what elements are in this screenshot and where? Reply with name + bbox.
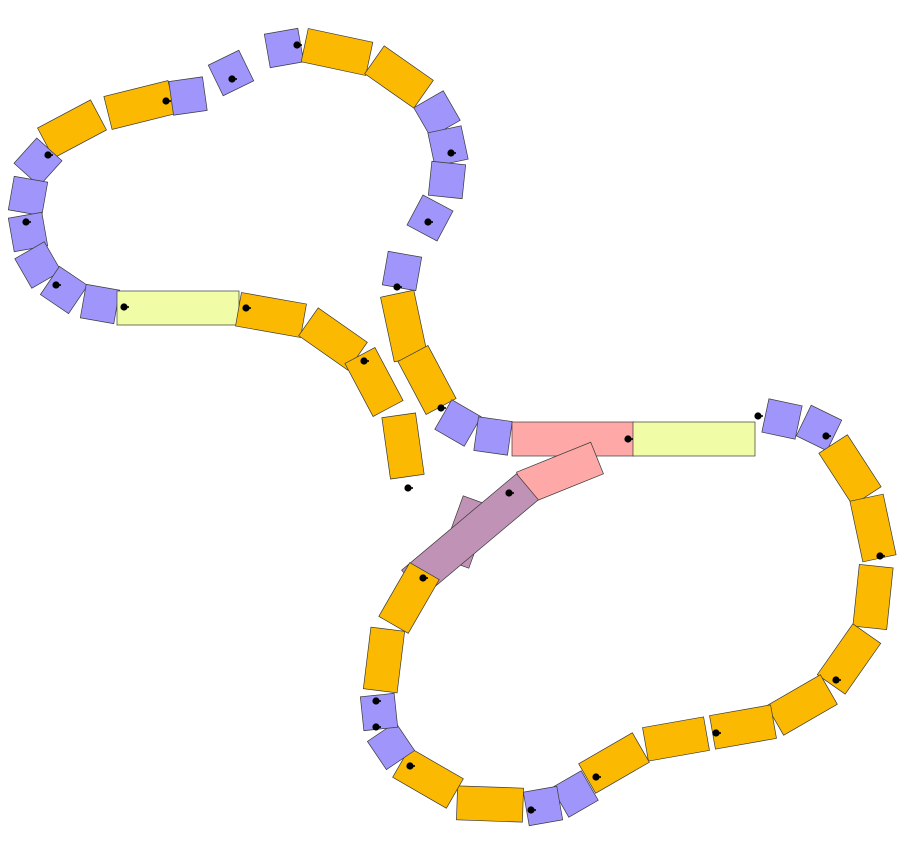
straight-track-piece[interactable] — [103, 80, 177, 130]
curved-track-piece[interactable] — [14, 241, 62, 289]
curved-track-piece[interactable] — [413, 90, 461, 138]
curved-track-piece[interactable] — [79, 283, 121, 325]
connector-pin-dot[interactable] — [754, 412, 762, 420]
curved-track-piece[interactable] — [13, 137, 63, 187]
curved-track-piece[interactable] — [434, 399, 482, 447]
connector-pin-dot[interactable] — [44, 151, 52, 159]
curved-track-piece[interactable] — [7, 175, 49, 217]
curved-track-piece[interactable] — [761, 398, 803, 440]
connector-pin-dot[interactable] — [447, 149, 455, 157]
connector-pin-dot[interactable] — [242, 304, 250, 312]
curved-track-piece[interactable] — [427, 125, 469, 167]
straight-track-piece[interactable] — [766, 674, 838, 736]
straight-track-piece[interactable] — [362, 626, 406, 694]
connector-pin-dot[interactable] — [372, 723, 380, 731]
connector-pin-dot[interactable] — [228, 75, 236, 83]
straight-track-piece[interactable] — [381, 412, 425, 480]
track-connectors-group — [22, 41, 885, 814]
connector-pin-dot[interactable] — [832, 676, 840, 684]
long-straight-track-piece[interactable] — [632, 421, 756, 457]
connector-pin-dot[interactable] — [424, 218, 432, 226]
connector-pin-dot[interactable] — [372, 697, 380, 705]
curved-track-piece[interactable] — [381, 250, 423, 292]
straight-track-piece[interactable] — [818, 434, 882, 506]
connector-pin-dot[interactable] — [393, 283, 401, 291]
straight-track-piece[interactable] — [709, 704, 777, 750]
straight-track-piece[interactable] — [852, 564, 894, 630]
connector-pin-dot[interactable] — [120, 303, 128, 311]
connector-pin-dot[interactable] — [360, 357, 368, 365]
curved-track-piece[interactable] — [473, 416, 513, 456]
curved-track-piece[interactable] — [207, 49, 255, 97]
straight-track-piece[interactable] — [300, 28, 374, 76]
connector-pin-dot[interactable] — [505, 489, 513, 497]
straight-track-piece[interactable] — [37, 99, 107, 159]
connector-pin-dot[interactable] — [876, 552, 884, 560]
straight-track-piece[interactable] — [849, 493, 897, 563]
curved-track-piece[interactable] — [39, 265, 89, 315]
connector-pin-dot[interactable] — [437, 404, 445, 412]
straight-track-piece[interactable] — [816, 623, 882, 695]
connector-pin-dot[interactable] — [592, 773, 600, 781]
track-pieces-group — [7, 27, 897, 827]
curved-track-piece[interactable] — [168, 76, 208, 116]
connector-pin-dot[interactable] — [162, 97, 170, 105]
curved-track-piece[interactable] — [7, 211, 49, 253]
connector-pin-dot[interactable] — [52, 281, 60, 289]
curved-track-piece[interactable] — [522, 785, 564, 827]
connector-pin-dot[interactable] — [404, 484, 412, 492]
connector-pin-dot[interactable] — [624, 435, 632, 443]
curved-track-piece[interactable] — [359, 692, 399, 732]
curved-track-piece[interactable] — [551, 770, 599, 818]
connector-pin-dot[interactable] — [293, 41, 301, 49]
connector-pin-dot[interactable] — [419, 574, 427, 582]
curved-track-piece[interactable] — [366, 721, 416, 771]
connector-pin-dot[interactable] — [406, 762, 414, 770]
straight-track-piece[interactable] — [364, 45, 434, 109]
curved-track-piece[interactable] — [795, 404, 843, 452]
connector-pin-dot[interactable] — [712, 729, 720, 737]
connector-pin-dot[interactable] — [527, 806, 535, 814]
straight-track-piece[interactable] — [456, 785, 524, 823]
curved-track-piece[interactable] — [427, 160, 467, 200]
long-straight-track-piece[interactable] — [116, 290, 240, 326]
curved-track-piece[interactable] — [406, 194, 454, 242]
straight-track-piece[interactable] — [344, 347, 404, 417]
connector-pin-dot[interactable] — [22, 218, 30, 226]
straight-track-piece[interactable] — [235, 292, 307, 338]
straight-track-piece[interactable] — [642, 716, 710, 762]
connector-pin-dot[interactable] — [822, 432, 830, 440]
straight-track-piece[interactable] — [298, 307, 368, 371]
